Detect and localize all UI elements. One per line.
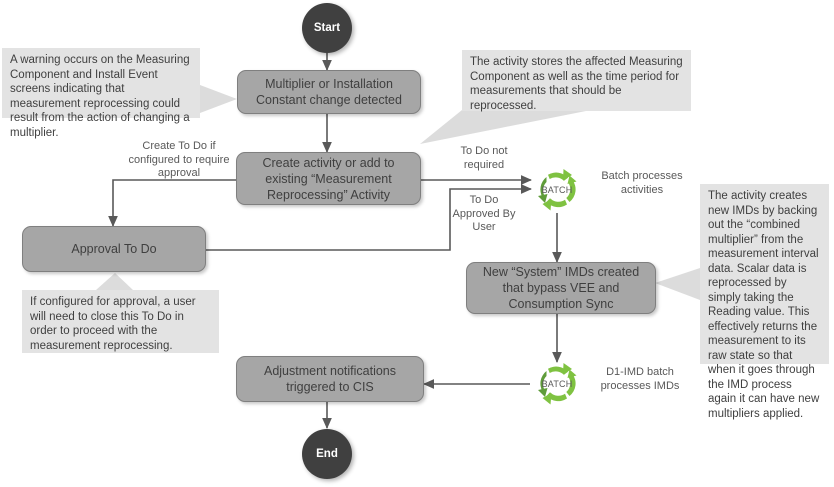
note-imd-creation: The activity creates new IMDs by backing… [700,184,829,420]
batch-icon-label: BATCH [541,379,573,389]
batch-caption-activities: Batch processes activities [601,170,683,196]
note-approval: If configured for approval, a user will … [22,290,219,353]
batch-icon-activities: BATCH [534,167,580,213]
terminator-end: End [302,429,352,479]
process-box-create-activity: Create activity or add to existing “Meas… [236,152,421,205]
process-box-detect: Multiplier or Installation Constant chan… [237,70,421,114]
edge-label-create-todo: Create To Do if configured to require ap… [128,140,230,179]
note-warning-tail [200,85,237,113]
note-imd-creation-tail [655,268,700,300]
recycle-arrows-icon [538,363,577,405]
process-box-adjustment-notifications: Adjustment notifications triggered to CI… [236,356,424,402]
note-approval-tail [96,273,133,290]
process-box-approval-todo: Approval To Do [22,226,206,272]
batch-caption-imds: D1-IMD batch processes IMDs [600,366,680,392]
edge-label-todo-not-required: To Do not required [460,145,508,171]
edge-label-todo-approved: To Do Approved By User [452,194,516,233]
note-warning: A warning occurs on the Measuring Compon… [2,48,200,139]
batch-icon-label: BATCH [541,185,573,195]
terminator-start: Start [302,3,352,53]
process-box-new-imds: New “System” IMDs created that bypass VE… [466,262,656,314]
batch-icon-imds: BATCH [534,361,580,407]
recycle-arrows-icon [538,169,577,211]
note-activity-stores-tail [420,110,591,144]
arrow-create-to-approval [108,179,236,227]
note-activity-stores: The activity stores the affected Measuri… [462,50,691,112]
